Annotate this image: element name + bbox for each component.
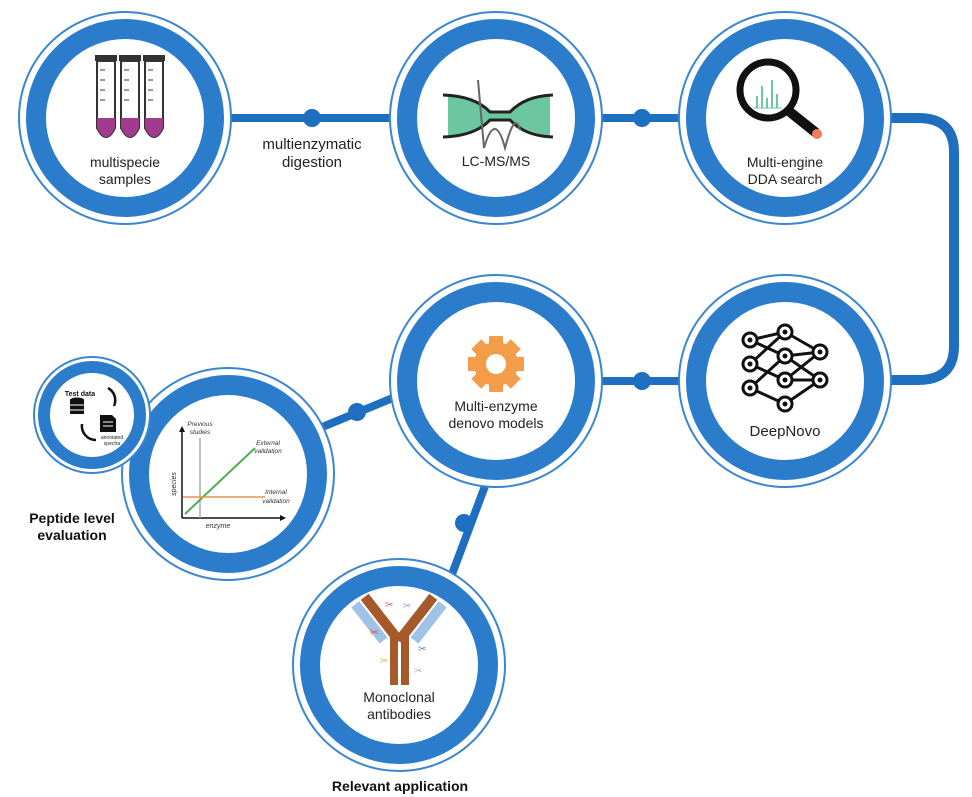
- node-testdata: [33, 356, 151, 474]
- testdata-sub-line1: annotated: [101, 435, 123, 441]
- chart-y-arrow: [179, 426, 185, 432]
- scissors-icon: ✂: [418, 644, 426, 655]
- chart-ylabel: species: [171, 472, 178, 496]
- application-caption: Relevant application: [332, 778, 468, 794]
- test-tubes-icon: [95, 55, 165, 138]
- edge-node-dot: [303, 109, 321, 127]
- node-antibodies: [292, 558, 506, 772]
- deepnovo-label: DeepNovo: [750, 423, 821, 440]
- lcms-label: LC-MS/MS: [462, 153, 530, 169]
- validation-chart-icon: species enzyme Previous studies External…: [171, 421, 290, 530]
- models-label-line2: denovo models: [449, 415, 544, 431]
- antibodies-label-line1: Monoclonal: [363, 689, 435, 705]
- database-cycle-icon: Test data annotated spectra: [65, 386, 123, 447]
- scissors-icon: ✂: [414, 666, 422, 677]
- samples-label-line2: samples: [99, 171, 151, 187]
- antibodies-label-line2: antibodies: [367, 706, 431, 722]
- edge-node-dot: [633, 109, 651, 127]
- chromatography-icon: [442, 79, 554, 152]
- samples-label-line1: multispecie: [90, 154, 160, 170]
- document-icon: [100, 415, 116, 432]
- cycle-arrow-icon: [107, 386, 117, 407]
- gear-icon: [468, 336, 524, 392]
- digestion-label-line2: digestion: [282, 154, 342, 171]
- edge-models-antibodies: [444, 476, 492, 587]
- internal-validation-line1: Internal: [265, 489, 287, 496]
- external-validation-line2: validation: [254, 448, 282, 455]
- neural-network-icon: [741, 323, 829, 413]
- scissors-icon: ✂: [403, 601, 411, 612]
- digestion-label-line1: multienzymatic: [262, 136, 362, 153]
- edge-node-dot: [348, 403, 366, 421]
- edge-node-dot: [633, 372, 651, 390]
- dda-label-line2: DDA search: [748, 171, 823, 187]
- scissors-icon: ✂: [370, 626, 379, 639]
- evaluation-caption-line1: Peptide level: [29, 510, 115, 526]
- testdata-sub-line2: spectra: [104, 441, 121, 447]
- cycle-arrow-icon: [80, 423, 97, 442]
- testdata-title: Test data: [65, 391, 95, 398]
- chart-x-arrow: [280, 515, 286, 521]
- chart-xlabel: enzyme: [206, 523, 231, 530]
- database-icon: [70, 397, 84, 414]
- models-label-line1: Multi-enzyme: [454, 398, 537, 414]
- previous-studies-line1: Previous: [187, 421, 213, 428]
- evaluation-caption-line2: evaluation: [37, 527, 106, 543]
- magnifier-spectrum-icon: [736, 58, 822, 139]
- external-validation-line1: External: [256, 440, 280, 447]
- internal-validation-line2: validation: [262, 498, 290, 505]
- edge-node-dot: [455, 514, 473, 532]
- edge-dda-deepnovo: [880, 113, 959, 385]
- previous-studies-line2: studies: [190, 429, 211, 436]
- dda-label-line1: Multi-engine: [747, 154, 823, 170]
- connectors: [133, 109, 959, 587]
- scissors-icon: ✂: [380, 656, 388, 667]
- scissors-icon: ✂: [385, 600, 393, 611]
- antibody-icon: ✂ ✂ ✂ ✂ ✂ ✂: [351, 593, 447, 685]
- node-dda: [678, 11, 892, 225]
- external-validation-line: [184, 447, 256, 515]
